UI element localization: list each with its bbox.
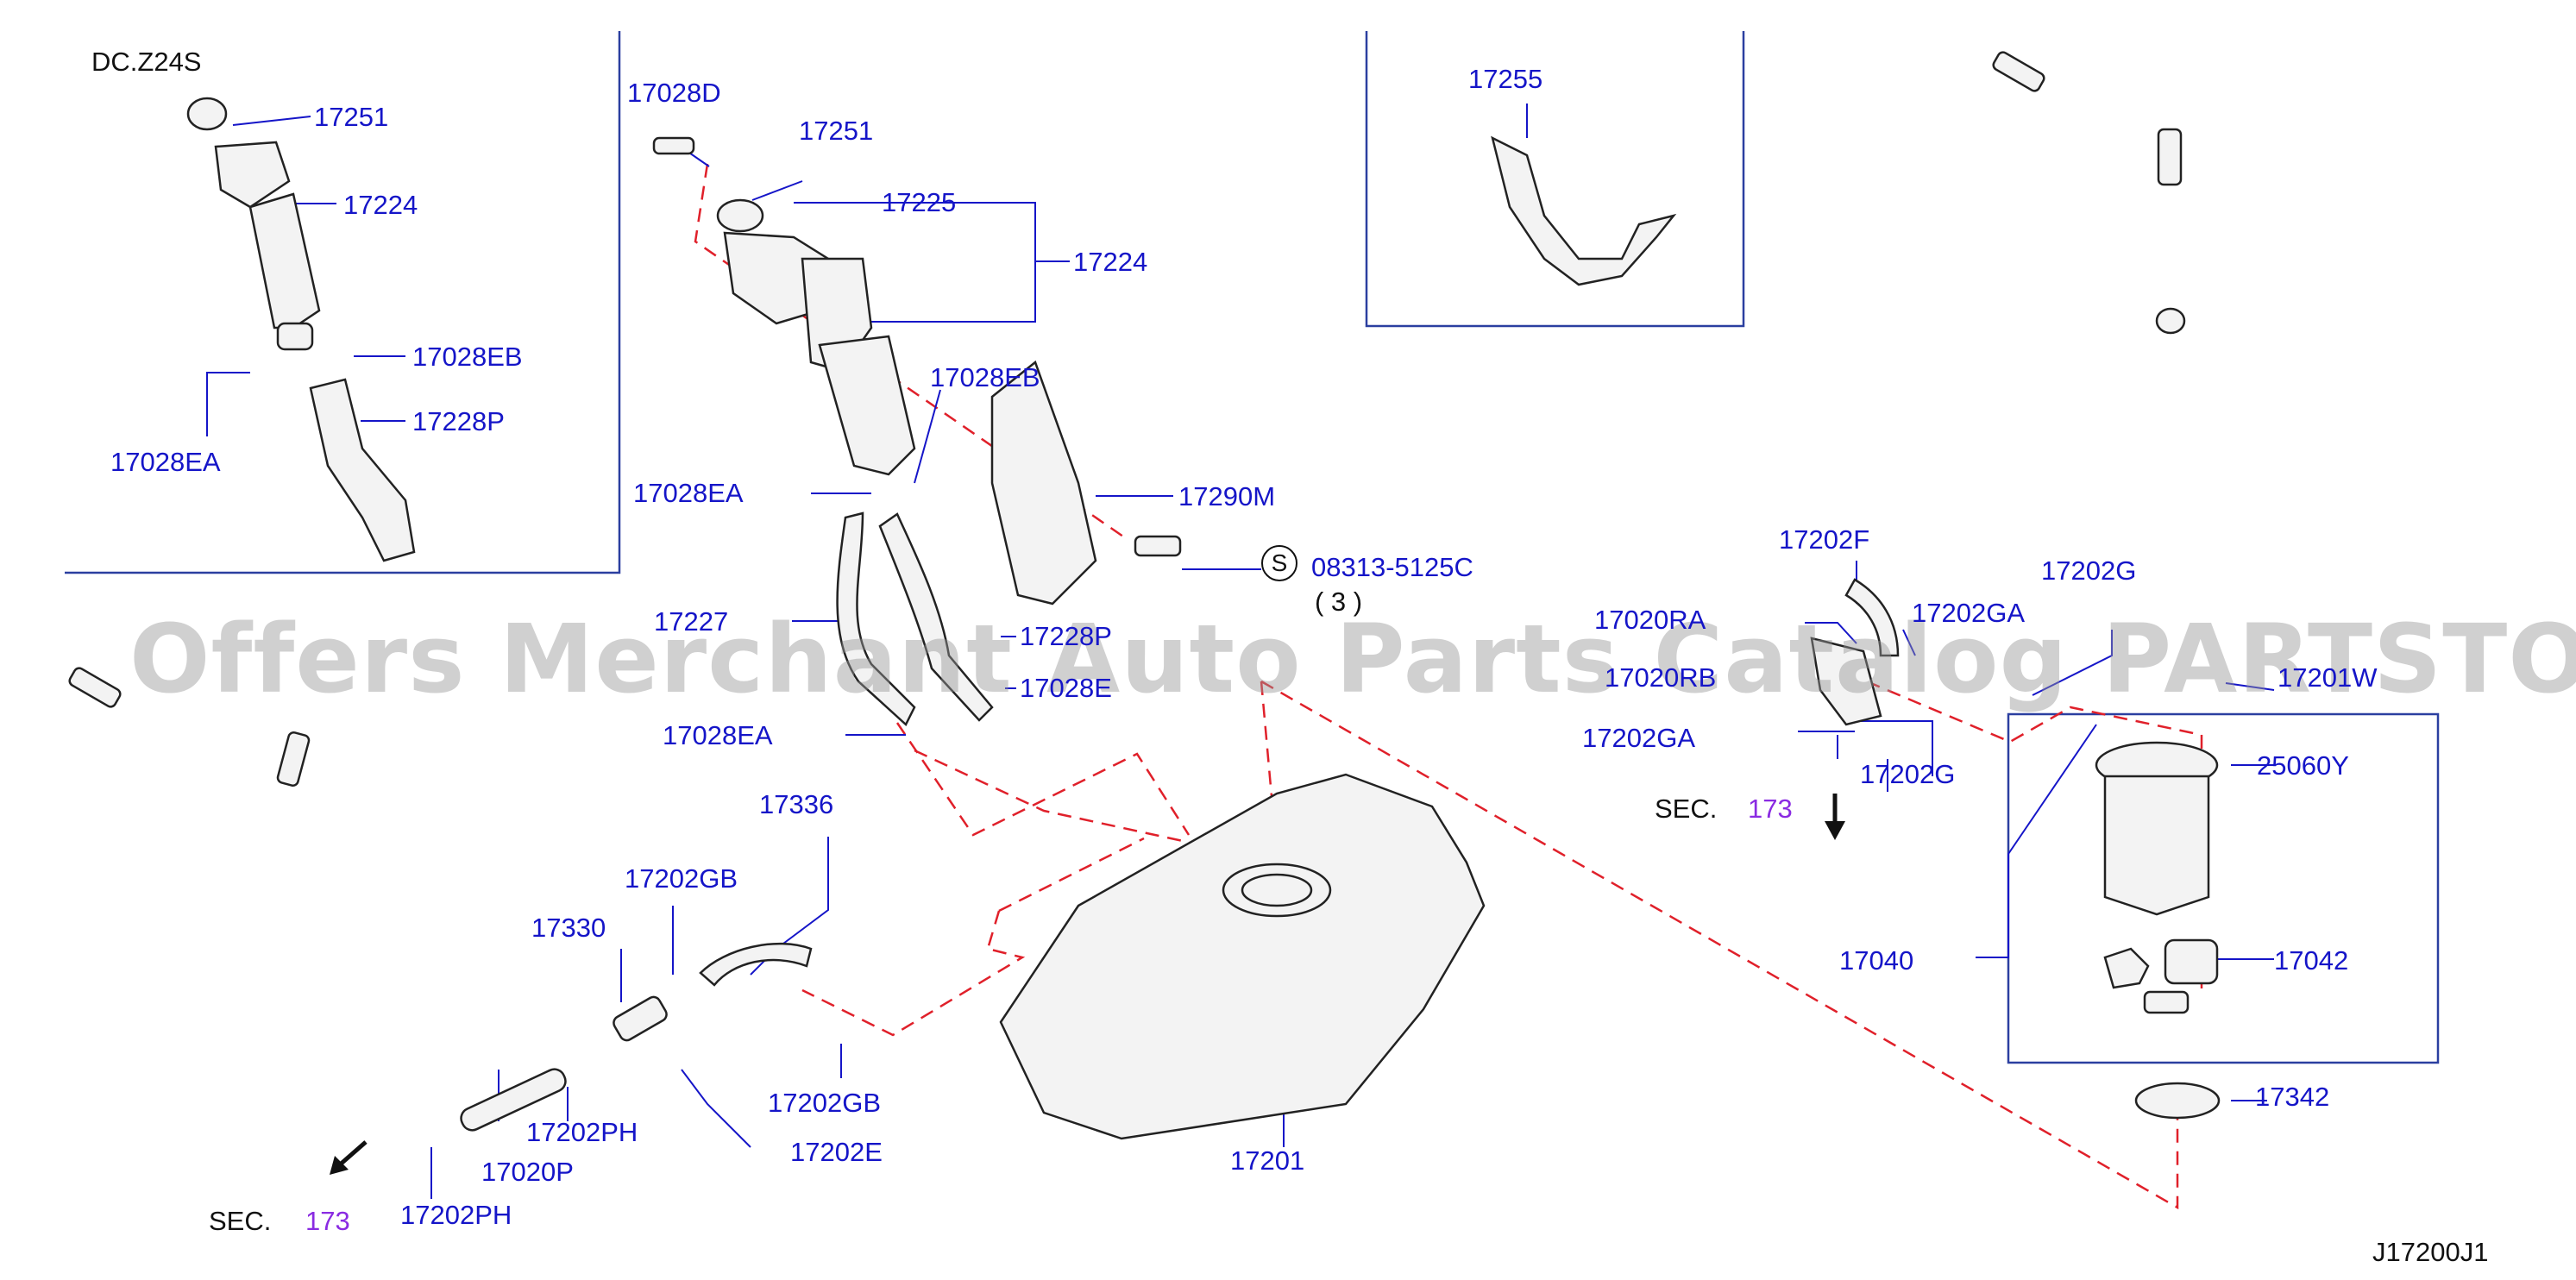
part-label-17028ea-inset[interactable]: 17028EA [110,447,221,477]
part-label-17251[interactable]: 17251 [799,116,874,146]
part-label-17020p[interactable]: 17020P [481,1157,574,1187]
sec-ref-left[interactable]: 173 [305,1206,350,1236]
part-label-17202ph-lower[interactable]: 17202PH [400,1200,512,1230]
part-label-17290m[interactable]: 17290M [1178,481,1276,511]
part-label-17225[interactable]: 17225 [882,187,957,217]
part-label-17028e[interactable]: 17028E [1020,673,1112,703]
dashed-connectors [694,163,2203,1210]
part-label-17020ra[interactable]: 17020RA [1594,605,1706,635]
inset-frame-dc-z24s [65,31,621,574]
part-label-17201[interactable]: 17201 [1230,1145,1305,1176]
part-label-17202g[interactable]: 17202G [2041,555,2137,586]
part-label-17255[interactable]: 17255 [1468,64,1543,94]
service-symbol: S [1261,545,1297,581]
part-label-17202gb[interactable]: 17202GB [625,863,738,894]
part-label-17224-inset[interactable]: 17224 [343,190,418,220]
part-label-17202e[interactable]: 17202E [790,1137,883,1167]
sec-ref-right[interactable]: 173 [1748,794,1793,824]
arrow-down-icon [1825,794,1845,840]
part-shapes [68,51,2221,1140]
part-label-17202ph[interactable]: 17202PH [526,1117,638,1147]
sec-label-left: SEC. [209,1206,272,1236]
part-label-17224[interactable]: 17224 [1073,247,1148,277]
part-label-17028eb[interactable]: 17028EB [930,362,1040,392]
part-label-17202ga[interactable]: 17202GA [1912,598,2025,628]
part-label-17028d[interactable]: 17028D [627,78,721,108]
part-label-17202ga-lower[interactable]: 17202GA [1582,723,1695,753]
part-label-17227[interactable]: 17227 [654,606,729,637]
part-label-17336[interactable]: 17336 [759,789,834,819]
part-label-17228p-inset[interactable]: 17228P [412,406,505,436]
service-qty: ( 3 ) [1315,587,1363,617]
inset-frame-17255 [1365,31,1745,328]
part-label-17020rb[interactable]: 17020RB [1605,662,1717,693]
part-label-25060y[interactable]: 25060Y [2257,750,2349,781]
variant-label: DC.Z24S [91,47,202,77]
part-label-17202gb-lower[interactable]: 17202GB [768,1088,881,1118]
part-label-17040[interactable]: 17040 [1839,945,1914,976]
part-label-17028ea-lower[interactable]: 17028EA [663,720,773,750]
part-label-17342[interactable]: 17342 [2255,1082,2330,1112]
part-label-17228p[interactable]: 17228P [1020,621,1112,651]
part-label-17028eb-inset[interactable]: 17028EB [412,342,523,372]
part-label-17201w[interactable]: 17201W [2278,662,2378,693]
part-label-17028ea[interactable]: 17028EA [633,478,744,508]
part-label-17042[interactable]: 17042 [2274,945,2349,976]
diagram-code: J17200J1 [2372,1237,2489,1267]
arrow-down-left-icon [330,1140,368,1175]
part-label-17330[interactable]: 17330 [531,913,606,943]
sec-label-right: SEC. [1655,794,1718,824]
inset-frame-17040 [2007,712,2440,1064]
part-label-17251-inset[interactable]: 17251 [314,102,389,132]
service-part-label[interactable]: 08313-5125C [1311,552,1473,582]
part-label-17202g-lower[interactable]: 17202G [1860,759,1956,789]
part-label-17202f[interactable]: 17202F [1779,524,1870,555]
